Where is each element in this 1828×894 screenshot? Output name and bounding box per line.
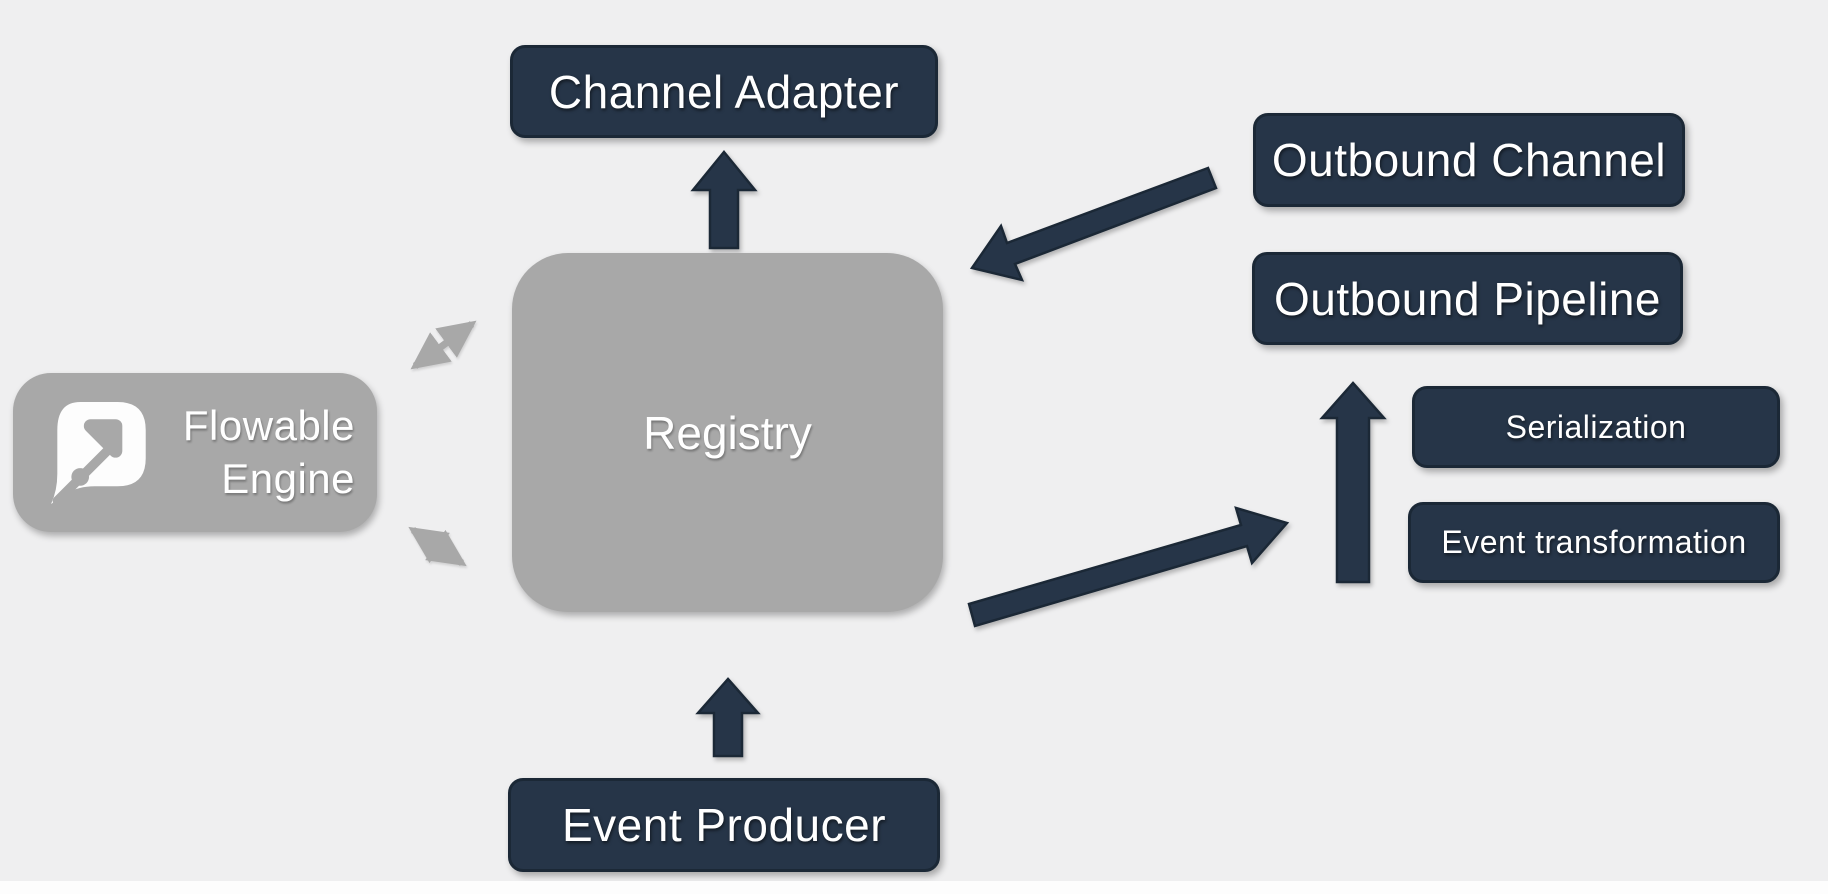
arrow-registry-to-outbound-pipeline xyxy=(967,506,1290,628)
node-event-producer: Event Producer xyxy=(508,778,940,872)
flowable-logo-icon xyxy=(51,401,146,506)
flowable-label-line1: Flowable xyxy=(182,401,355,449)
node-channel-adapter: Channel Adapter xyxy=(510,45,938,138)
arrow-outbound-channel-to-registry xyxy=(969,166,1218,282)
node-event-transformation: Event transformation xyxy=(1408,502,1780,583)
arrow-flowable-registry-lower xyxy=(408,526,467,567)
node-outbound-pipeline: Outbound Pipeline xyxy=(1252,252,1683,345)
arrow-flowable-registry-upper xyxy=(410,320,477,370)
node-serialization-label: Serialization xyxy=(1505,408,1687,445)
node-event-producer-label: Event Producer xyxy=(561,799,887,851)
node-outbound-pipeline-label: Outbound Pipeline xyxy=(1273,272,1661,325)
arrow-event-producer-to-registry xyxy=(695,677,761,758)
arrow-registry-to-channel-adapter xyxy=(690,150,758,250)
node-channel-adapter-label: Channel Adapter xyxy=(548,65,900,118)
bottom-strip xyxy=(0,881,1828,894)
flowable-label-line2: Engine xyxy=(221,454,355,502)
arrow-pipeline-steps-upward xyxy=(1319,381,1387,584)
node-outbound-channel-label: Outbound Channel xyxy=(1271,134,1667,186)
node-registry-label: Registry xyxy=(643,406,812,459)
node-event-transformation-label: Event transformation xyxy=(1441,524,1747,560)
node-outbound-channel: Outbound Channel xyxy=(1253,113,1685,207)
node-flowable-engine: Flowable Engine xyxy=(13,373,377,532)
node-serialization: Serialization xyxy=(1412,386,1780,468)
node-flowable-engine-label: Flowable Engine xyxy=(153,400,355,506)
node-registry: Registry xyxy=(512,253,943,612)
